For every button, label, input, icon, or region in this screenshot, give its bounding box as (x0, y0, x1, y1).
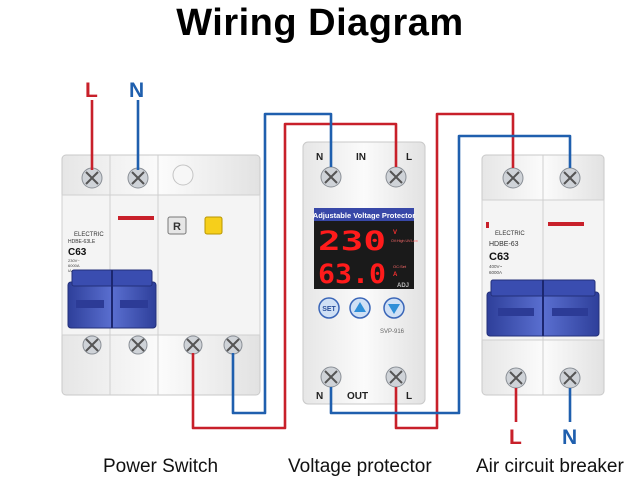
vp-current-readout: 63.0 (318, 259, 386, 290)
vp-terminal-bottom-n (320, 366, 342, 388)
down-arrow-icon (388, 304, 400, 314)
power-switch: ELECTRIC HDBE-63LE C63 230V~ 6000A IΔn 3… (61, 154, 261, 396)
ps-lever[interactable] (67, 269, 157, 329)
acb-brand: ELECTRIC (495, 231, 525, 237)
vp-note-top: OV:High UV:Low (391, 239, 418, 243)
wire-vp-to-acb-neutral (329, 134, 572, 415)
ps-rating: C63 (68, 247, 87, 258)
vp-title-text: Adjustable Voltage Protector (313, 211, 415, 220)
ps-terminal-out-l (183, 335, 203, 355)
vp-terminal-bottom-l-label: L (406, 391, 412, 402)
vp-up-button[interactable] (349, 297, 371, 319)
wires (90, 100, 572, 430)
acb-red-stripe (548, 222, 584, 226)
vp-set-button-label: SET (322, 306, 336, 313)
caption-power-switch: Power Switch (103, 456, 219, 477)
acb-spec1: 400V~ (489, 264, 503, 269)
wire-ps-to-vp-neutral (231, 112, 333, 415)
vp-unit-v: V (393, 230, 397, 236)
ps-spec2: 6000A (68, 263, 80, 268)
vp-unit-a: A (393, 272, 398, 278)
vp-display (314, 221, 414, 289)
ps-indicator (172, 164, 194, 186)
acb-spec2: 6000A (489, 270, 502, 275)
vp-terminal-bottom-l (385, 366, 407, 388)
ps-yellow-button[interactable] (204, 216, 223, 235)
ps-test-button-label: R (173, 221, 181, 233)
diagram-title: Wiring Diagram (176, 2, 464, 44)
supply-neutral-label: N (129, 79, 144, 102)
vp-title-plate (314, 208, 414, 221)
acb-terminal-bottom-n (559, 367, 581, 389)
vp-terminal-bottom-n-label: N (316, 391, 323, 402)
voltage-protector: N IN L Adjustable Voltage Protector 230 … (302, 141, 426, 405)
caption-voltage-protector: Voltage protector (288, 456, 432, 477)
acb-terminal-top-n (559, 167, 581, 189)
load-neutral-label: N (562, 426, 577, 449)
vp-terminal-top-n (320, 166, 342, 188)
vp-brand-code: ADJ (397, 283, 409, 289)
vp-note-bottom: OC:Set (393, 264, 407, 269)
wire-vp-to-acb-live (394, 112, 515, 430)
ps-brand: ELECTRIC (74, 232, 104, 238)
ps-test-button[interactable] (167, 216, 187, 235)
caption-air-circuit-breaker: Air circuit breaker (476, 456, 624, 477)
load-live-label: L (509, 426, 522, 449)
vp-model: SVP-916 (380, 329, 405, 335)
supply-live-label: L (85, 79, 98, 102)
acb-red-mark (486, 222, 489, 228)
acb-terminal-bottom-l (505, 367, 527, 389)
ps-terminal-top-l (81, 167, 103, 189)
vp-terminal-top-l (385, 166, 407, 188)
ps-spec1: 230V~ (68, 258, 80, 263)
vp-terminal-top-in-label: IN (356, 152, 366, 163)
acb-model: HDBE-63 (489, 241, 519, 248)
up-arrow-icon (354, 302, 366, 312)
acb-rating: C63 (489, 251, 509, 263)
vp-down-button[interactable] (383, 297, 405, 319)
vp-terminal-bottom-out-label: OUT (347, 391, 368, 402)
air-circuit-breaker: ELECTRIC HDBE-63 C63 400V~ 6000A (481, 154, 605, 396)
vp-set-button[interactable]: SET (318, 297, 340, 319)
ps-model: HDBE-63LE (68, 239, 96, 245)
wire-ps-to-vp-live (191, 122, 398, 430)
ps-terminal-bottom-1 (82, 335, 102, 355)
vp-terminal-top-n-label: N (316, 152, 323, 163)
acb-terminal-top-l (502, 167, 524, 189)
ps-terminal-top-n (127, 167, 149, 189)
vp-terminal-top-l-label: L (406, 152, 412, 163)
ps-red-stripe (118, 216, 154, 220)
ps-terminal-out-n (223, 335, 243, 355)
acb-lever[interactable] (486, 279, 600, 337)
vp-voltage-readout: 230 (318, 226, 386, 257)
ps-terminal-bottom-2 (128, 335, 148, 355)
